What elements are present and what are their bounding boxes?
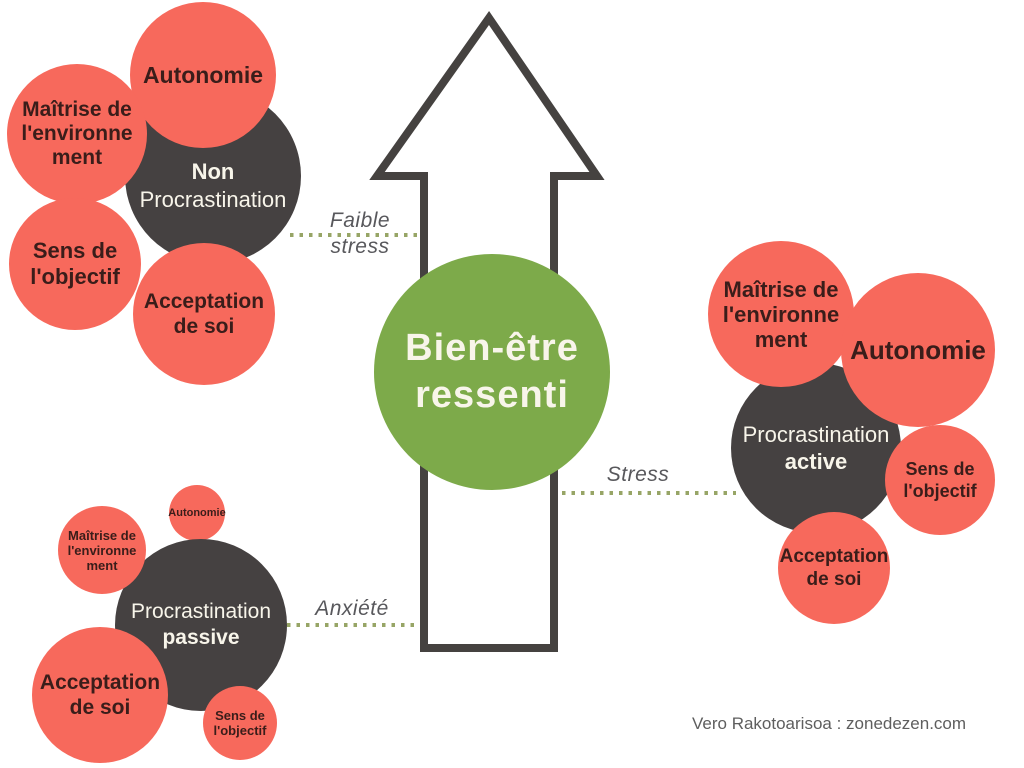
satellite-label: l'objectif bbox=[903, 481, 977, 501]
satellite-autonomie-top-left: Autonomie bbox=[130, 2, 276, 148]
hub-label-bold: active bbox=[784, 449, 848, 474]
satellite-label: Maîtrise de bbox=[723, 276, 839, 302]
satellite-label: Acceptation bbox=[39, 671, 161, 694]
satellite-sens-top-left: Sens de l'objectif bbox=[9, 198, 141, 330]
attribution-text: Vero Rakotoarisoa : zonedezen.com bbox=[692, 714, 967, 733]
satellite-maitrise-bottom-left: Maîtrise de l'environne ment bbox=[58, 506, 146, 594]
center-circle-line1: Bien-être bbox=[405, 327, 579, 369]
label-anxiete-text: Anxiété bbox=[315, 597, 389, 620]
hub-label-bold: passive bbox=[162, 626, 240, 649]
label-faible-line1: Faible bbox=[329, 209, 391, 232]
satellite-label: Autonomie bbox=[850, 334, 986, 365]
satellite-sens-right: Sens de l'objectif bbox=[885, 425, 995, 535]
satellite-label: Autonomie bbox=[142, 61, 264, 88]
satellite-label: Acceptation bbox=[779, 546, 889, 567]
satellite-acceptation-bottom-left: Acceptation de soi bbox=[32, 627, 168, 763]
connector-faible-stress bbox=[290, 233, 424, 237]
label-faible-stress: Faible stress bbox=[300, 208, 420, 260]
satellite-label: ment bbox=[754, 326, 808, 352]
hub-label: Procrastination bbox=[139, 187, 287, 212]
satellite-label: Maîtrise de bbox=[68, 527, 136, 543]
satellite-label: Sens de bbox=[215, 708, 265, 723]
hub-label: Procrastination bbox=[742, 422, 890, 447]
satellite-label: Maîtrise de bbox=[22, 98, 132, 121]
connector-anxiete bbox=[287, 623, 441, 627]
satellite-autonomie-right: Autonomie bbox=[841, 273, 995, 427]
label-stress-text: Stress bbox=[606, 463, 670, 486]
satellite-maitrise-top-left: Maîtrise de l'environne ment bbox=[7, 64, 147, 204]
satellite-label: Acceptation bbox=[143, 290, 265, 313]
satellite-label: Sens de bbox=[905, 459, 975, 479]
satellite-label: Sens de bbox=[32, 238, 118, 263]
satellite-label: l'environne bbox=[21, 122, 133, 145]
satellite-sens-bottom-left: Sens de l'objectif bbox=[203, 686, 277, 760]
satellite-autonomie-bottom-left: Autonomie bbox=[168, 485, 226, 541]
satellite-acceptation-top-left: Acceptation de soi bbox=[133, 243, 275, 385]
satellite-label: de soi bbox=[69, 696, 131, 719]
satellite-label: l'objectif bbox=[30, 264, 120, 289]
satellite-label: l'objectif bbox=[213, 723, 267, 738]
label-anxiete: Anxiété bbox=[290, 596, 414, 622]
satellite-label: Autonomie bbox=[168, 507, 226, 519]
satellite-label: de soi bbox=[806, 569, 862, 590]
satellite-maitrise-right: Maîtrise de l'environne ment bbox=[708, 241, 854, 387]
label-faible-line2: stress bbox=[330, 235, 390, 258]
satellite-label: ment bbox=[86, 557, 118, 573]
center-circle-line2: ressenti bbox=[415, 374, 569, 416]
satellite-label: l'environne bbox=[722, 301, 840, 327]
connector-stress bbox=[562, 491, 736, 495]
satellite-acceptation-right: Acceptation de soi bbox=[778, 512, 890, 624]
center-circle-bien-etre-ressenti: Bien-être ressenti bbox=[374, 254, 610, 490]
hub-label-bold: Non bbox=[191, 159, 235, 184]
satellite-label: de soi bbox=[173, 315, 235, 338]
hub-label: Procrastination bbox=[130, 600, 272, 623]
satellite-label: l'environne bbox=[67, 542, 137, 558]
satellite-label: ment bbox=[51, 146, 103, 169]
label-stress: Stress bbox=[578, 462, 698, 488]
